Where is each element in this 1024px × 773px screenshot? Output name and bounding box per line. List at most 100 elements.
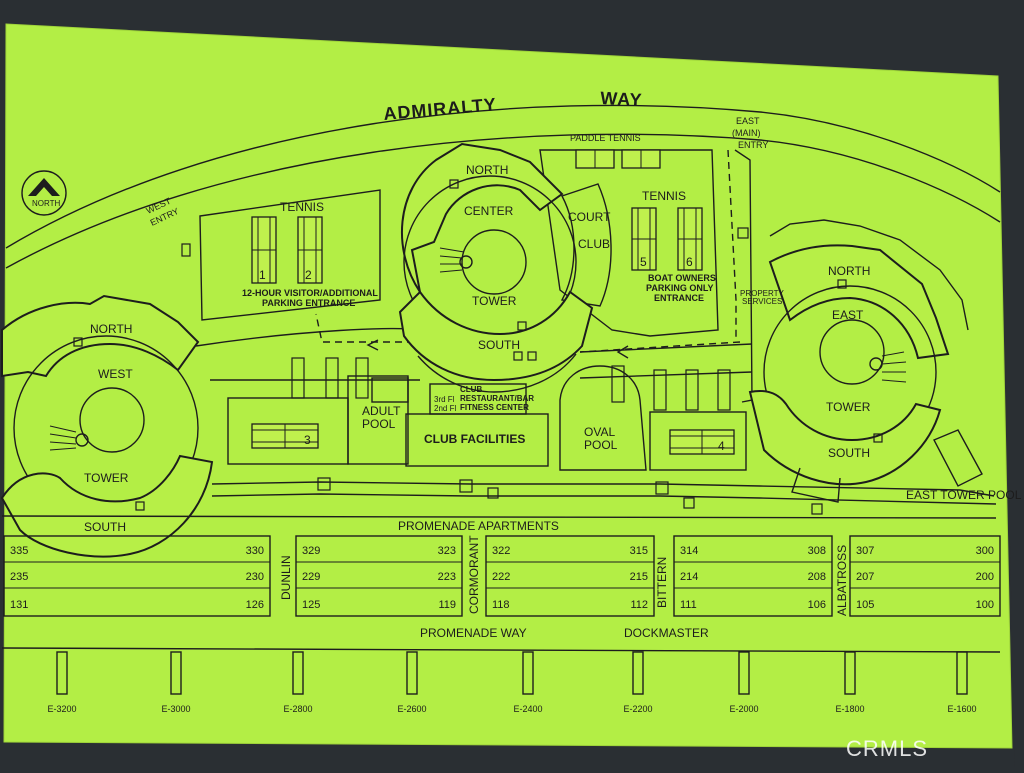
dock-slip: E-2000: [729, 651, 759, 714]
road-label-dockmaster: DOCKMASTER: [624, 626, 709, 640]
adult-pool-label-1: ADULT: [362, 404, 401, 418]
promenade-walk-upper: [211, 481, 995, 497]
drive-edge-east: [579, 343, 753, 353]
dock-label: E-1600: [947, 704, 976, 714]
unit-number-end: 106: [808, 599, 826, 611]
elevator-marker: [135, 501, 145, 511]
dock-slip: E-3000: [161, 651, 191, 714]
unit-number-end: 100: [976, 599, 994, 611]
tennis-court-2: 2: [297, 216, 323, 284]
dock-slip: E-1600: [947, 651, 977, 714]
apartment-block-outline: [673, 535, 833, 617]
apartment-block: 329 323 229 223 125 119: [295, 535, 463, 617]
street-label-bittern: BITTERN: [655, 557, 669, 608]
west-north-label: NORTH: [90, 322, 132, 336]
unit-number-end: 119: [438, 599, 456, 611]
tennis-label-right: TENNIS: [642, 189, 686, 203]
admiralty-way-road-north-edge: [5, 104, 1001, 249]
unit-number-start: 229: [302, 571, 320, 583]
east-south-label: SOUTH: [828, 446, 870, 460]
court-number: 1: [259, 268, 266, 282]
street-label-albatross: ALBATROSS: [835, 545, 849, 616]
dock-label: E-3000: [161, 704, 190, 714]
north-arrow-icon: NORTH: [21, 170, 67, 216]
tennis-court-5: 5: [631, 207, 657, 271]
unit-number-start: 214: [680, 571, 698, 583]
road-label-promenade-way: PROMENADE WAY: [420, 626, 527, 640]
unit-number-end: 323: [438, 545, 456, 557]
east-entry: EAST (MAIN) ENTRY: [732, 116, 768, 150]
court-club-lot: [539, 149, 719, 337]
center-tower-label: TOWER: [472, 294, 517, 308]
dock-label: E-1800: [835, 704, 864, 714]
east-north-label: NORTH: [828, 264, 870, 278]
dock-pier: [56, 651, 68, 695]
dock-pier: [844, 651, 856, 695]
east-entry-path: [727, 149, 737, 342]
unit-number-end: 223: [438, 571, 456, 583]
east-entry-label-1: EAST: [736, 116, 760, 126]
tennis-court-1: 1: [251, 216, 277, 284]
dock-label: E-2800: [283, 704, 312, 714]
unit-number-end: 230: [246, 571, 264, 583]
court-club-building: [560, 183, 612, 307]
dock-slip: E-1800: [835, 651, 865, 714]
watermark-text: CRMLS: [845, 736, 928, 761]
dock-pier: [632, 651, 644, 695]
apartment-block-outline: [3, 535, 271, 617]
oval-pool-label-1: OVAL: [584, 425, 615, 439]
elevator-marker: [683, 497, 695, 509]
club-desc-3: FITNESS CENTER: [460, 403, 529, 412]
west-tower: NORTH WEST TOWER SOUTH: [0, 294, 214, 558]
adult-pool: [371, 377, 409, 403]
tennis-court-6: 6: [677, 207, 703, 271]
court-4-area: [649, 411, 747, 471]
apartment-block-outline: [485, 535, 655, 617]
east-entry-label-2: (MAIN): [732, 128, 761, 138]
road-label-way: WAY: [600, 88, 643, 110]
stair-marker: [459, 479, 473, 493]
promenade-top-line: [1, 515, 997, 519]
dock-label: E-2600: [397, 704, 426, 714]
west-name-label: WEST: [98, 367, 133, 381]
unit-number-start: 329: [302, 545, 320, 557]
court-club-label-1: COURT: [568, 210, 611, 224]
elevator-marker: [811, 503, 823, 515]
unit-number-end: 315: [630, 545, 648, 557]
unit-number-start: 322: [492, 545, 510, 557]
dock-pier: [170, 651, 182, 695]
court-number: 5: [640, 255, 647, 269]
north-label: NORTH: [32, 199, 61, 208]
tennis-court-3: 3: [251, 423, 319, 449]
east-name-label: EAST: [832, 308, 864, 322]
elevator-marker: [837, 279, 847, 289]
court-number: 3: [304, 433, 311, 447]
oval-pool-label-2: POOL: [584, 438, 618, 452]
apartment-block-outline: [849, 535, 1001, 617]
apartment-block-outline: [295, 535, 463, 617]
boat-parking-label-1: BOAT OWNERS: [648, 273, 716, 283]
unit-number-end: 215: [630, 571, 648, 583]
visitor-parking-label-2: PARKING ENTRANCE: [262, 298, 355, 308]
street-label-dunlin: DUNLIN: [279, 555, 293, 600]
dock-pier: [738, 651, 750, 695]
dock-slip: E-2600: [397, 651, 427, 714]
boat-parking-label-2: PARKING ONLY: [646, 283, 714, 293]
east-entry-label-3: ENTRY: [738, 140, 768, 150]
parking-stalls: [291, 357, 731, 411]
court-number: 2: [305, 268, 312, 282]
gate-marker: [181, 243, 191, 257]
unit-number-start: 314: [680, 545, 698, 557]
unit-number-start: 207: [856, 571, 874, 583]
center-tower: NORTH CENTER TOWER SOUTH: [398, 142, 594, 393]
direction-arrow-icon: [366, 339, 379, 351]
unit-number-start: 125: [302, 599, 320, 611]
east-tower: NORTH EAST TOWER SOUTH: [748, 219, 969, 503]
adult-pool-label-2: POOL: [362, 417, 396, 431]
unit-number-start: 131: [10, 599, 28, 611]
